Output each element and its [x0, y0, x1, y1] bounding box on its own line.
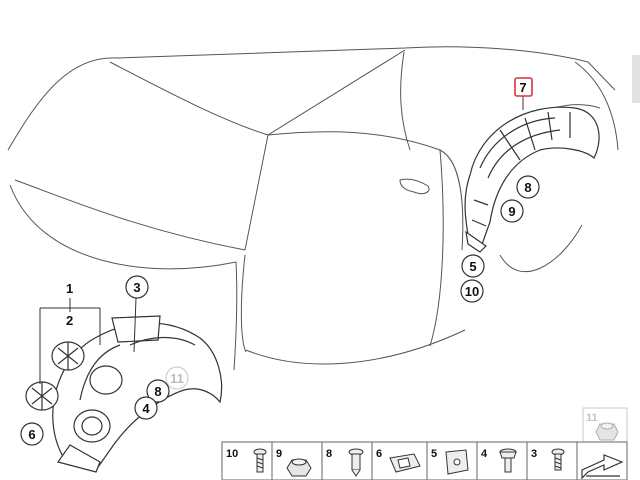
parts-label-6: 6 [376, 448, 382, 460]
parts-label-10: 10 [226, 448, 238, 460]
clip-rosette-lower [25, 381, 59, 411]
callout-circle-8a[interactable] [146, 379, 170, 403]
callout-circle-3[interactable] [125, 275, 149, 299]
callout-box-7-selected[interactable] [514, 77, 533, 97]
callout-circle-8b[interactable] [516, 175, 540, 199]
callout-2[interactable]: 2 [66, 313, 73, 328]
parts-label-8: 8 [326, 448, 332, 460]
parts-label-9: 9 [276, 448, 282, 460]
callout-circle-6[interactable] [20, 422, 44, 446]
parts-label-3: 3 [531, 448, 537, 460]
parts-label-4: 4 [481, 448, 488, 460]
callout-circle-9[interactable] [500, 199, 524, 223]
callout-7[interactable]: 7 [519, 80, 526, 95]
parts-label-5: 5 [431, 448, 437, 460]
nut-ghost-icon [595, 422, 619, 441]
callout-circle-4[interactable] [134, 396, 158, 420]
callout-circle-5[interactable] [461, 254, 485, 278]
bracket-1-2 [39, 298, 101, 384]
nut-icon [286, 458, 312, 477]
callout-1[interactable]: 1 [66, 281, 73, 296]
callout-11[interactable]: 11 [170, 371, 184, 386]
callout-9[interactable]: 9 [508, 204, 515, 219]
callout-8b[interactable]: 8 [524, 180, 531, 195]
callout-circle-10[interactable] [460, 279, 484, 303]
parts-label-11: 11 [586, 412, 598, 424]
callout-3[interactable]: 3 [133, 280, 140, 295]
car-body [7, 46, 619, 371]
front-wheel-arch-liner [52, 315, 223, 473]
callout-5[interactable]: 5 [469, 259, 476, 274]
small-screw-icon [551, 448, 565, 471]
callout-6[interactable]: 6 [28, 427, 35, 442]
parts-table: 11 10 9 8 [221, 407, 628, 480]
clip-rosette-upper [51, 341, 85, 371]
scrollbar[interactable] [632, 55, 640, 103]
bracket-clip-icon [389, 453, 421, 473]
spring-nut-icon [445, 449, 469, 475]
leader-line-3 [133, 297, 137, 353]
callout-8a[interactable]: 8 [154, 384, 161, 399]
washer-screw-icon [499, 448, 517, 473]
direction-arrow-icon [581, 454, 624, 480]
callout-10[interactable]: 10 [465, 284, 479, 299]
rivet-icon [348, 448, 364, 477]
rear-wheel-arch-liner [464, 106, 600, 253]
callout-circle-11[interactable] [165, 366, 189, 390]
callout-4[interactable]: 4 [142, 401, 150, 416]
screw-icon [253, 448, 267, 473]
